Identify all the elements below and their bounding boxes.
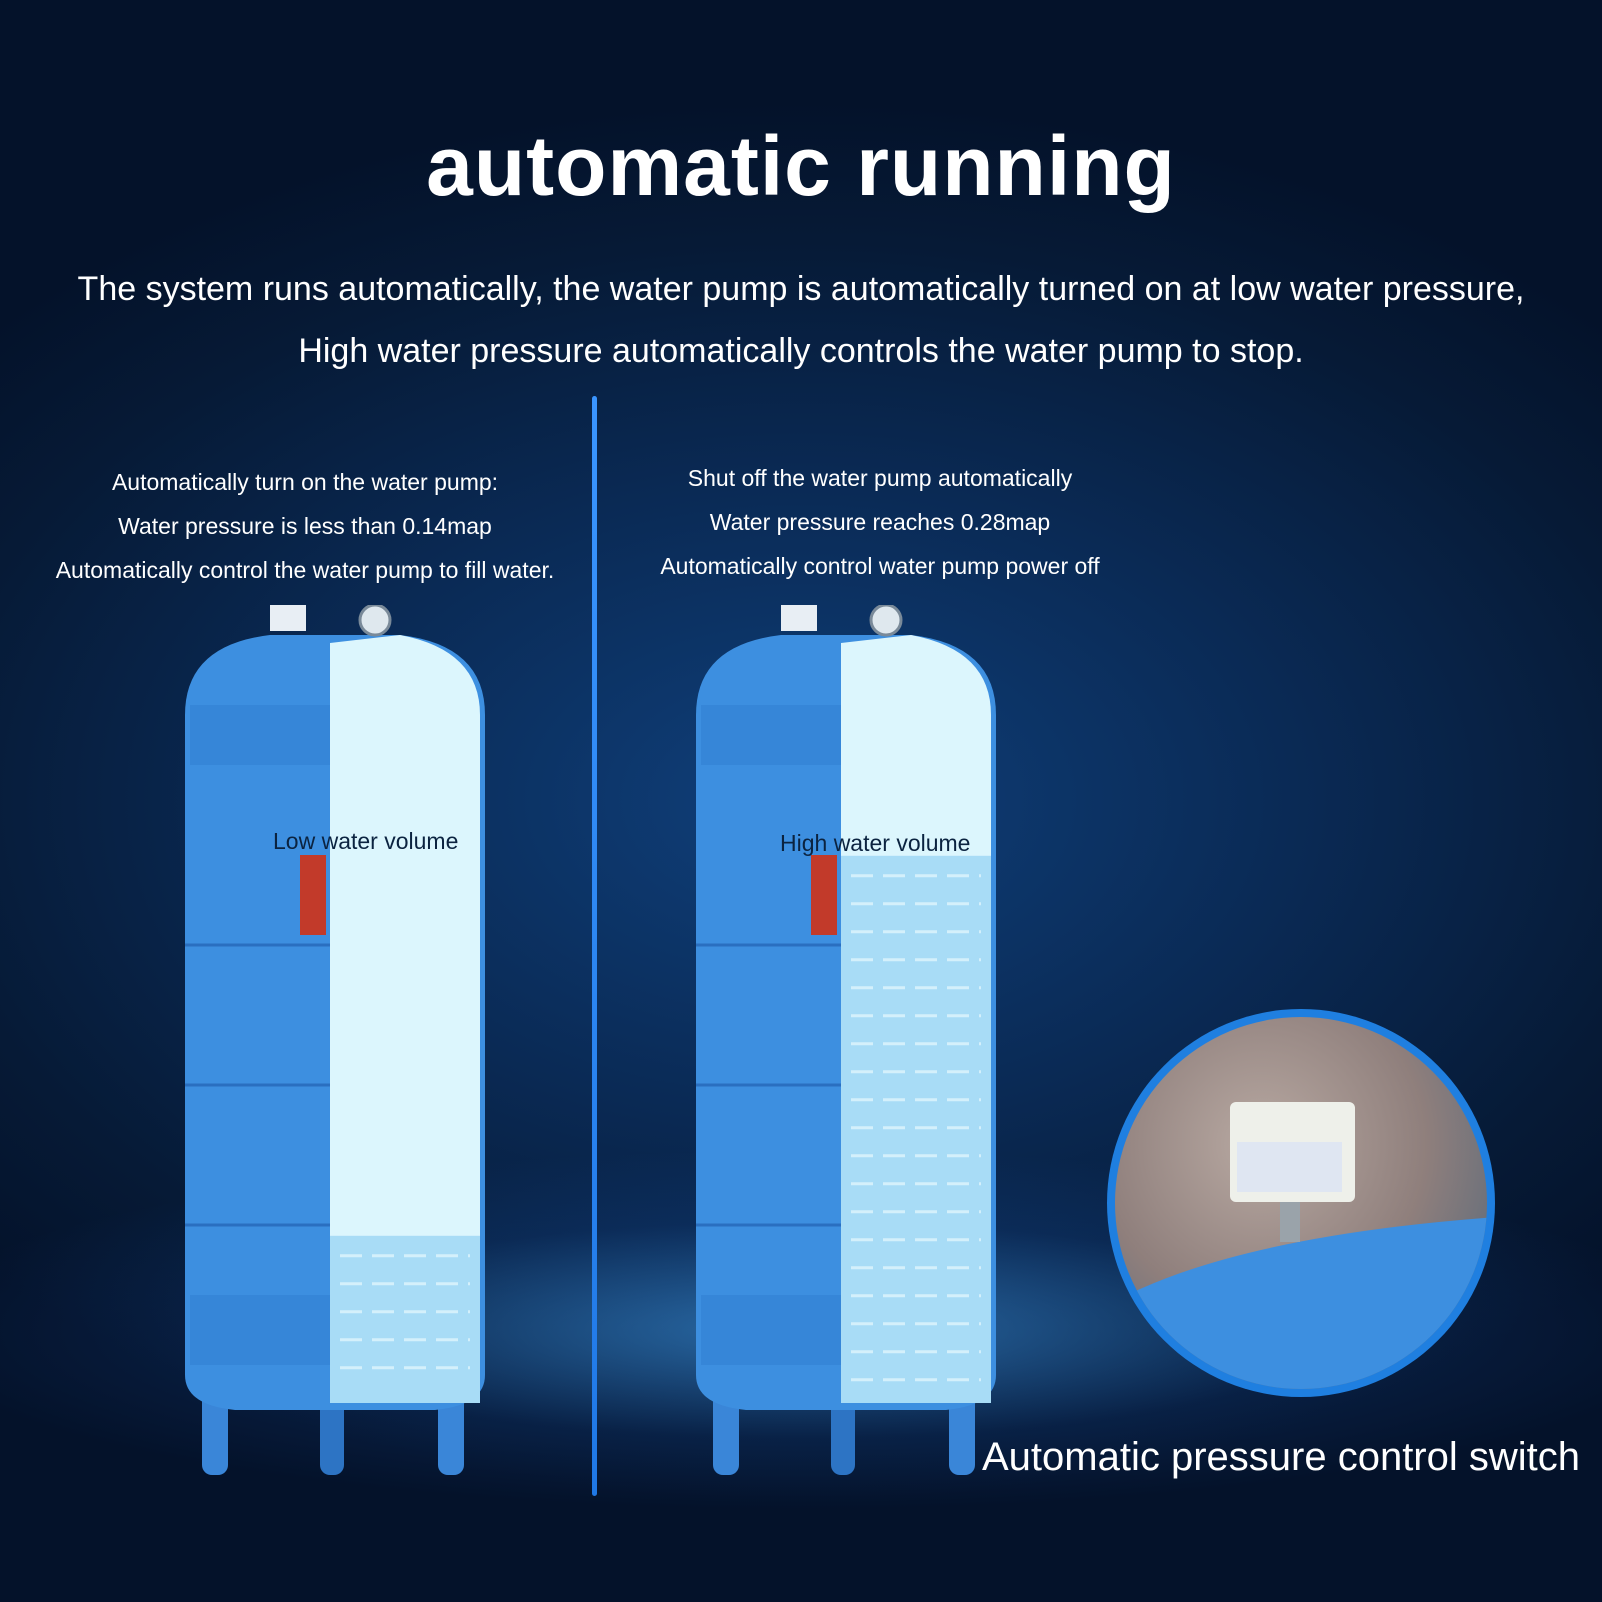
water-section	[841, 855, 991, 1403]
water-section	[330, 1235, 480, 1403]
right-description: Shut off the water pump automatically Wa…	[620, 456, 1140, 588]
low-water-tank-illustration	[185, 605, 485, 1475]
pressure-gauge-icon	[869, 605, 903, 637]
left-line-3: Automatically control the water pump to …	[55, 557, 555, 583]
pressure-gauge-icon	[358, 605, 392, 637]
high-water-tank-illustration	[696, 605, 996, 1475]
low-water-volume-label: Low water volume	[273, 828, 459, 854]
column-divider	[592, 396, 597, 1496]
switch-stem	[1280, 1202, 1300, 1242]
switch-caption: Automatic pressure control switch	[982, 1435, 1581, 1479]
high-water-volume-label: High water volume	[780, 830, 971, 856]
subtitle-line-2: High water pressure automatically contro…	[298, 332, 1304, 370]
pressure-switch-closeup	[1107, 1009, 1495, 1397]
left-line-2: Water pressure is less than 0.14map	[118, 513, 492, 539]
right-line-3: Automatically control water pump power o…	[660, 553, 1100, 579]
pressure-switch	[781, 605, 817, 631]
tank-top-closeup	[1115, 1217, 1487, 1389]
left-line-1: Automatically turn on the water pump:	[111, 469, 499, 495]
left-description: Automatically turn on the water pump: Wa…	[20, 460, 590, 592]
subtitle-line-1: The system runs automatically, the water…	[77, 270, 1525, 308]
right-line-1: Shut off the water pump automatically	[687, 465, 1073, 491]
page-title: automatic running	[426, 119, 1176, 213]
right-line-2: Water pressure reaches 0.28map	[709, 509, 1051, 535]
pressure-switch	[270, 605, 306, 631]
air-section	[330, 635, 480, 1403]
